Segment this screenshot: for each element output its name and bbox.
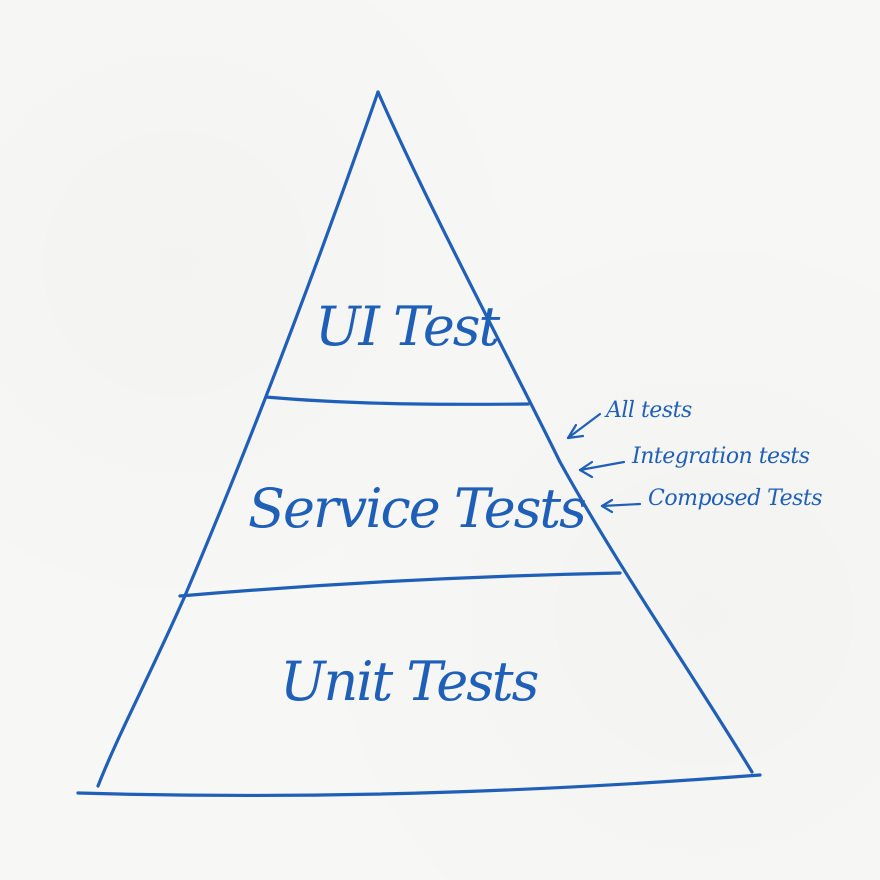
annotation-arrow-all-tests: [566, 412, 602, 440]
divider-line-lower: [178, 571, 622, 598]
tier-label-unit: Unit Tests: [280, 650, 538, 713]
pyramid-right-edge: [376, 90, 754, 774]
annotation-arrow-composed-tests: [600, 498, 642, 514]
annotation-label-integration-tests: Integration tests: [631, 444, 810, 469]
annotation-arrow-integration-tests: [578, 460, 626, 479]
tier-label-ui: UI Test: [315, 295, 501, 358]
pyramid-left-edge: [96, 90, 380, 788]
annotation-label-all-tests: All tests: [604, 398, 692, 423]
annotation-label-composed-tests: Composed Tests: [648, 486, 822, 511]
tier-label-service: Service Tests: [248, 477, 585, 540]
pyramid-base-line: [76, 773, 762, 798]
divider-line-upper: [264, 395, 530, 406]
